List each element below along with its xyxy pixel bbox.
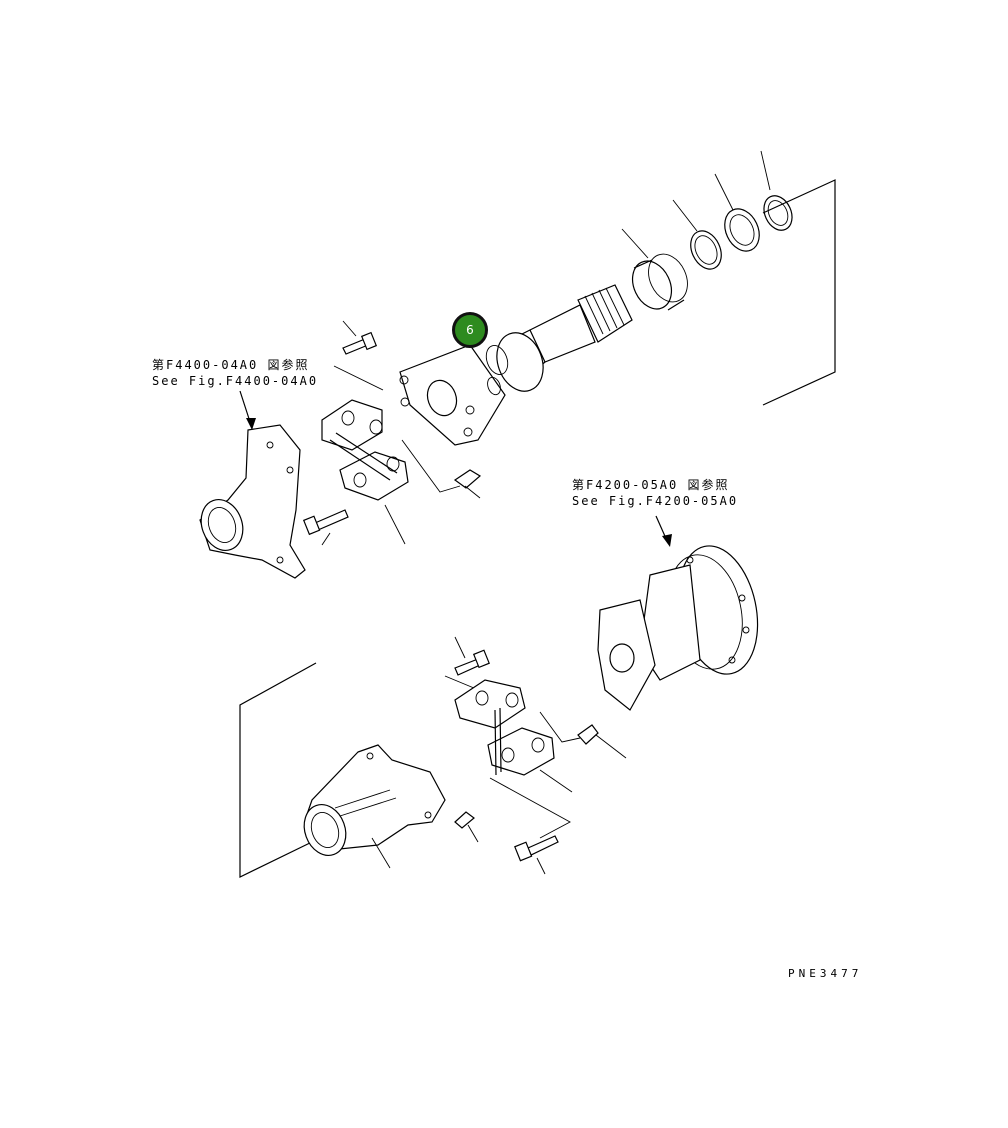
reference-note-en: See Fig.F4200-05A0 bbox=[572, 494, 739, 508]
transmission-output-housing bbox=[199, 390, 306, 579]
snap-ring-outer bbox=[760, 150, 793, 231]
grease-nipple-lower-right bbox=[577, 724, 627, 759]
snap-ring-inner bbox=[672, 199, 722, 270]
upper-group-bracket bbox=[762, 179, 836, 406]
drawing-code: PNE3477 bbox=[788, 967, 863, 980]
reference-note-jp: 第F4200-05A0 図参照 bbox=[572, 478, 730, 492]
lower-left-bolt bbox=[302, 509, 349, 546]
reference-note-en: See Fig.F4400-04A0 bbox=[152, 374, 319, 388]
reference-note-transmission: 第F4400-04A0 図参照 See Fig.F4400-04A0 bbox=[152, 357, 318, 389]
lower-top-bolt bbox=[444, 636, 499, 699]
grease-nipple-lower-left bbox=[454, 811, 479, 843]
upper-spider-kit bbox=[321, 399, 461, 545]
slip-yoke bbox=[399, 332, 544, 446]
reference-note-axle: 第F4200-05A0 図参照 See Fig.F4200-05A0 bbox=[572, 477, 738, 509]
upper-bolt bbox=[333, 320, 384, 391]
grease-nipple-upper bbox=[453, 469, 482, 499]
axle-differential-housing bbox=[597, 515, 759, 711]
lower-spider-kit bbox=[454, 679, 581, 839]
lower-flange-yoke bbox=[303, 744, 446, 869]
bushing bbox=[621, 228, 688, 311]
part-callout-6[interactable]: 6 bbox=[452, 312, 488, 348]
lower-group-bracket bbox=[239, 662, 317, 878]
reference-note-jp: 第F4400-04A0 図参照 bbox=[152, 358, 310, 372]
bearing-ring bbox=[714, 173, 760, 252]
lower-bottom-bolt bbox=[514, 835, 559, 875]
